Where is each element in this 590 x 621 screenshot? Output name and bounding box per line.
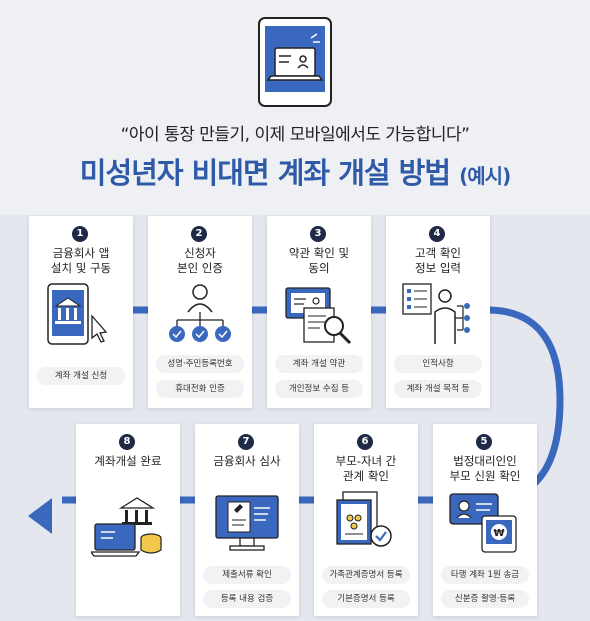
step-card-3: 3 약관 확인 및 동의 계좌 개설 약관 개인정보 수집 등 [267,216,371,408]
step-pill: 타행 계좌 1원 송금 [441,566,529,584]
step-pill: 계좌 개설 목적 등 [394,380,482,398]
user-verification-icon [169,284,231,342]
step-pill: 제출서류 확인 [203,566,291,584]
laptop-profile-icon [258,17,332,107]
title-main: 미성년자 비대면 계좌 개설 방법 [79,156,451,190]
step-title: 고객 확인 정보 입력 [415,246,461,275]
title-suffix: (예시) [459,164,511,188]
phone-bank-icon [47,283,108,345]
step-number: 1 [72,226,88,242]
step-pill: 기본증명서 등록 [322,590,410,608]
step-title: 신청자 본인 인증 [177,246,223,275]
step-pill: 성명·주민등록번호 [156,355,244,373]
step-title: 계좌개설 완료 [94,454,162,468]
certificate-check-icon [336,491,392,547]
hero-section: “아이 통장 만들기, 이제 모바일에서도 가능합니다” 미성년자 비대면 계좌… [0,0,590,215]
step-pill: 가족관계증명서 등록 [322,566,410,584]
step-number: 4 [429,226,445,242]
subtitle: “아이 통장 만들기, 이제 모바일에서도 가능합니다” [120,125,470,145]
step-card-8: 8 계좌개설 완료 [76,424,180,616]
monitor-document-icon [215,495,279,551]
step-title: 금융회사 심사 [213,454,281,468]
step-number: 6 [357,434,373,450]
step-card-4: 4 고객 확인 정보 입력 인적사항 계좌 개설 목적 등 [386,216,490,408]
step-title: 금융회사 앱 설치 및 구동 [50,246,112,275]
step-card-7: 7 금융회사 심사 제출서류 확인 등록 내용 검증 [195,424,299,616]
bank-laptop-coins-icon [91,497,162,557]
document-magnify-icon [285,287,352,345]
step-card-6: 6 부모-자녀 간 관계 확인 가족관계증명서 등록 기본증명서 등록 [314,424,418,616]
step-number: 5 [476,434,492,450]
svg-text:₩: ₩ [493,528,504,539]
step-pill: 계좌 개설 약관 [275,355,363,373]
step-title: 부모-자녀 간 관계 확인 [335,454,397,483]
step-pill: 신분증 촬영·등록 [441,590,529,608]
step-card-2: 2 신청자 본인 인증 성명·주민등록번호 휴대전화 인증 [148,216,252,408]
step-title: 법정대리인인 부모 신원 확인 [449,454,521,483]
checklist-person-icon [402,283,470,344]
page-title: 미성년자 비대면 계좌 개설 방법 (예시) [0,150,590,192]
step-number: 7 [238,434,254,450]
step-pill: 인적사항 [394,355,482,373]
step-pill: 계좌 개설 신청 [37,367,125,385]
step-number: 8 [119,434,135,450]
step-card-1: 1 금융회사 앱 설치 및 구동 계좌 개설 신청 [29,216,133,408]
step-card-5: 5 법정대리인인 부모 신원 확인 ₩ 타행 계좌 1원 송금 신분증 촬영·등… [433,424,537,616]
flow-arrowhead [28,498,52,534]
step-title: 약관 확인 및 동의 [288,246,350,275]
id-card-won-icon: ₩ [449,493,517,553]
step-number: 2 [191,226,207,242]
step-pill: 휴대전화 인증 [156,380,244,398]
step-number: 3 [310,226,326,242]
step-pill: 등록 내용 검증 [203,590,291,608]
step-pill: 개인정보 수집 등 [275,380,363,398]
